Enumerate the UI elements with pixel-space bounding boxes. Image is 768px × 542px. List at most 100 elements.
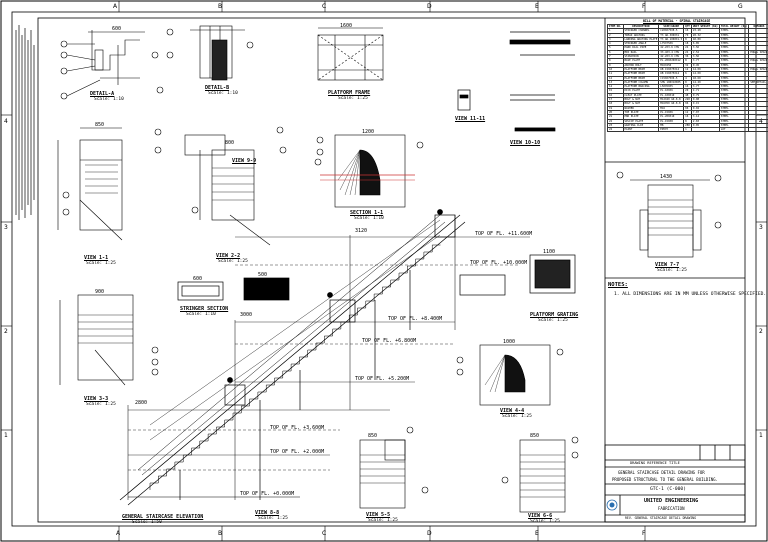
bom-cell: EQUAL SPACE bbox=[748, 58, 768, 64]
view-title-section-1: SECTION 1-1 bbox=[350, 210, 384, 216]
bom-header-cell: TOTAL WEIGHT (KG) bbox=[718, 23, 750, 30]
level-label: TOP OF FL. +2.000M bbox=[270, 449, 325, 455]
zone-bottom-d: D bbox=[427, 530, 432, 537]
notes-line-1: 1. ALL DIMENSIONS ARE IN MM UNLESS OTHER… bbox=[614, 292, 767, 297]
bom-cell: L50X50X5 bbox=[658, 84, 685, 90]
view-title-8: VIEW 8-8 bbox=[255, 510, 280, 516]
dim-label: 1100 bbox=[543, 249, 556, 255]
dim-label: 800 bbox=[225, 140, 235, 146]
view-scale-5: Scale: 1:25 bbox=[368, 518, 398, 523]
bom-cell: PL.100X10 bbox=[658, 92, 685, 99]
view-scale-general-elevation: Scale: 1:50 bbox=[132, 520, 162, 525]
bom-cell: SHS 100X100X5 bbox=[658, 79, 685, 86]
view-title-7: VIEW 7-7 bbox=[655, 262, 680, 268]
bom-cell: M12X40 GR.8.8 bbox=[658, 97, 685, 103]
view-scale-3: Scale: 1:25 bbox=[86, 402, 116, 407]
dim-label: 1600 bbox=[340, 23, 353, 29]
view-scale-stringer-section: Scale: 1:10 bbox=[186, 312, 216, 317]
title-block-drawing-no: GTC-1 (C-000) bbox=[650, 487, 686, 492]
dim-label: 850 bbox=[368, 433, 378, 439]
zone-top-f: F bbox=[642, 3, 646, 10]
title-block-footer: REV. GENERAL STAIRCASE DETAIL DRAWING bbox=[625, 516, 697, 520]
view-title-stringer-section: STRINGER SECTION bbox=[180, 306, 229, 312]
notes-heading: NOTES: bbox=[608, 282, 628, 288]
level-label: TOP OF FL. +8.400M bbox=[388, 316, 443, 322]
view-scale-1: Scale: 1:25 bbox=[86, 261, 116, 266]
bom-cell: 42.2X3.6 CHS bbox=[658, 54, 685, 60]
bom-cell: PL.200X10 bbox=[658, 114, 685, 120]
view-title-9: VIEW 9-9 bbox=[232, 158, 257, 164]
view-title-6: VIEW 6-6 bbox=[528, 513, 553, 519]
dim-label: 600 bbox=[112, 26, 122, 32]
bom-cell: SEE DETAIL bbox=[748, 79, 768, 86]
bom-cell: M16X50 GR.8.8 bbox=[658, 101, 685, 107]
view-scale-6: Scale: 1:25 bbox=[530, 519, 560, 524]
dim-label: 1200 bbox=[362, 129, 375, 135]
bom-cell: EQUAL SPACE bbox=[748, 49, 768, 56]
bom-cell: L75X75X6 bbox=[658, 41, 685, 47]
view-scale-section-1: Scale: 1:10 bbox=[354, 216, 384, 221]
view-title-detail-a: DETAIL-A bbox=[90, 91, 115, 97]
view-title-platform-frame: PLATFORM FRAME bbox=[328, 90, 371, 96]
view-scale-2: Scale: 1:25 bbox=[218, 259, 248, 264]
view-title-11: VIEW 11-11 bbox=[455, 116, 486, 122]
title-block-project-line-2: PROPOSED STRUCTURAL TO THE GENERAL BUILD… bbox=[612, 477, 718, 482]
bom-cell: PAINT bbox=[622, 127, 660, 133]
view-title-platform-grating: PLATFORM GRATING bbox=[530, 312, 579, 318]
bom-cell: T3 GR.300X31 bbox=[658, 32, 685, 38]
dim-label: 1000 bbox=[503, 339, 516, 345]
level-label: TOP OF FL. +10.000M bbox=[470, 260, 528, 266]
bom-header-cell: REMARKS bbox=[748, 23, 768, 30]
dim-label: 2800 bbox=[135, 400, 148, 406]
zone-left-2: 2 bbox=[4, 328, 8, 335]
bom-cell: EQUAL SPACE bbox=[748, 66, 768, 73]
bom-header-cell: SIZE/GRADE bbox=[658, 23, 685, 30]
view-scale-4: Scale: 1:25 bbox=[502, 414, 532, 419]
dim-label: 600 bbox=[193, 276, 203, 282]
title-block-drawing-ref: DRAWING REFERENCE TITLE bbox=[630, 461, 680, 465]
zone-top-g: G bbox=[738, 3, 743, 10]
view-title-general-elevation: GENERAL STAIRCASE ELEVATION bbox=[122, 514, 204, 520]
bom-cell: UB 150X75X14 bbox=[658, 71, 685, 77]
zone-top-d: D bbox=[427, 3, 432, 10]
zone-bottom-c: C bbox=[322, 530, 327, 537]
zone-bottom-f: F bbox=[642, 530, 646, 537]
bom-header-cell: ITEM NO. bbox=[607, 23, 624, 30]
view-title-2: VIEW 2-2 bbox=[216, 253, 241, 259]
bom-cell bbox=[690, 127, 720, 133]
zone-top-a: A bbox=[113, 3, 118, 10]
zone-right-3: 3 bbox=[759, 224, 763, 231]
zone-top-b: B bbox=[218, 3, 223, 10]
bom-cell bbox=[748, 127, 768, 133]
level-label: TOP OF FL. +5.200M bbox=[355, 376, 410, 382]
bom-cell: LANDING GRATING PLATE bbox=[622, 36, 660, 43]
bom-cell: 24 bbox=[607, 127, 624, 133]
bom-cell: PL.150X8 bbox=[658, 118, 685, 124]
zone-right-2: 2 bbox=[759, 328, 763, 335]
bom-header-cell: UNIT WEIGHT (KG) bbox=[690, 23, 720, 30]
bom-cell: LOT bbox=[718, 127, 750, 133]
view-scale-platform-grating: Scale: 1:25 bbox=[538, 318, 568, 323]
dim-label: 850 bbox=[530, 433, 540, 439]
title-block-subtitle: FABRICATION bbox=[658, 506, 685, 511]
dim-label: 900 bbox=[95, 289, 105, 295]
bom-cell: PL.200X200X12 bbox=[658, 58, 685, 64]
company-logo-icon bbox=[607, 500, 617, 510]
dim-label: 3000 bbox=[240, 312, 253, 318]
level-label: TOP OF FL. +6.800M bbox=[362, 338, 417, 344]
dim-label: 500 bbox=[258, 272, 268, 278]
view-scale-7: Scale: 1:25 bbox=[657, 268, 687, 273]
view-title-3: VIEW 3-3 bbox=[84, 396, 109, 402]
dim-label: 3120 bbox=[355, 228, 368, 234]
